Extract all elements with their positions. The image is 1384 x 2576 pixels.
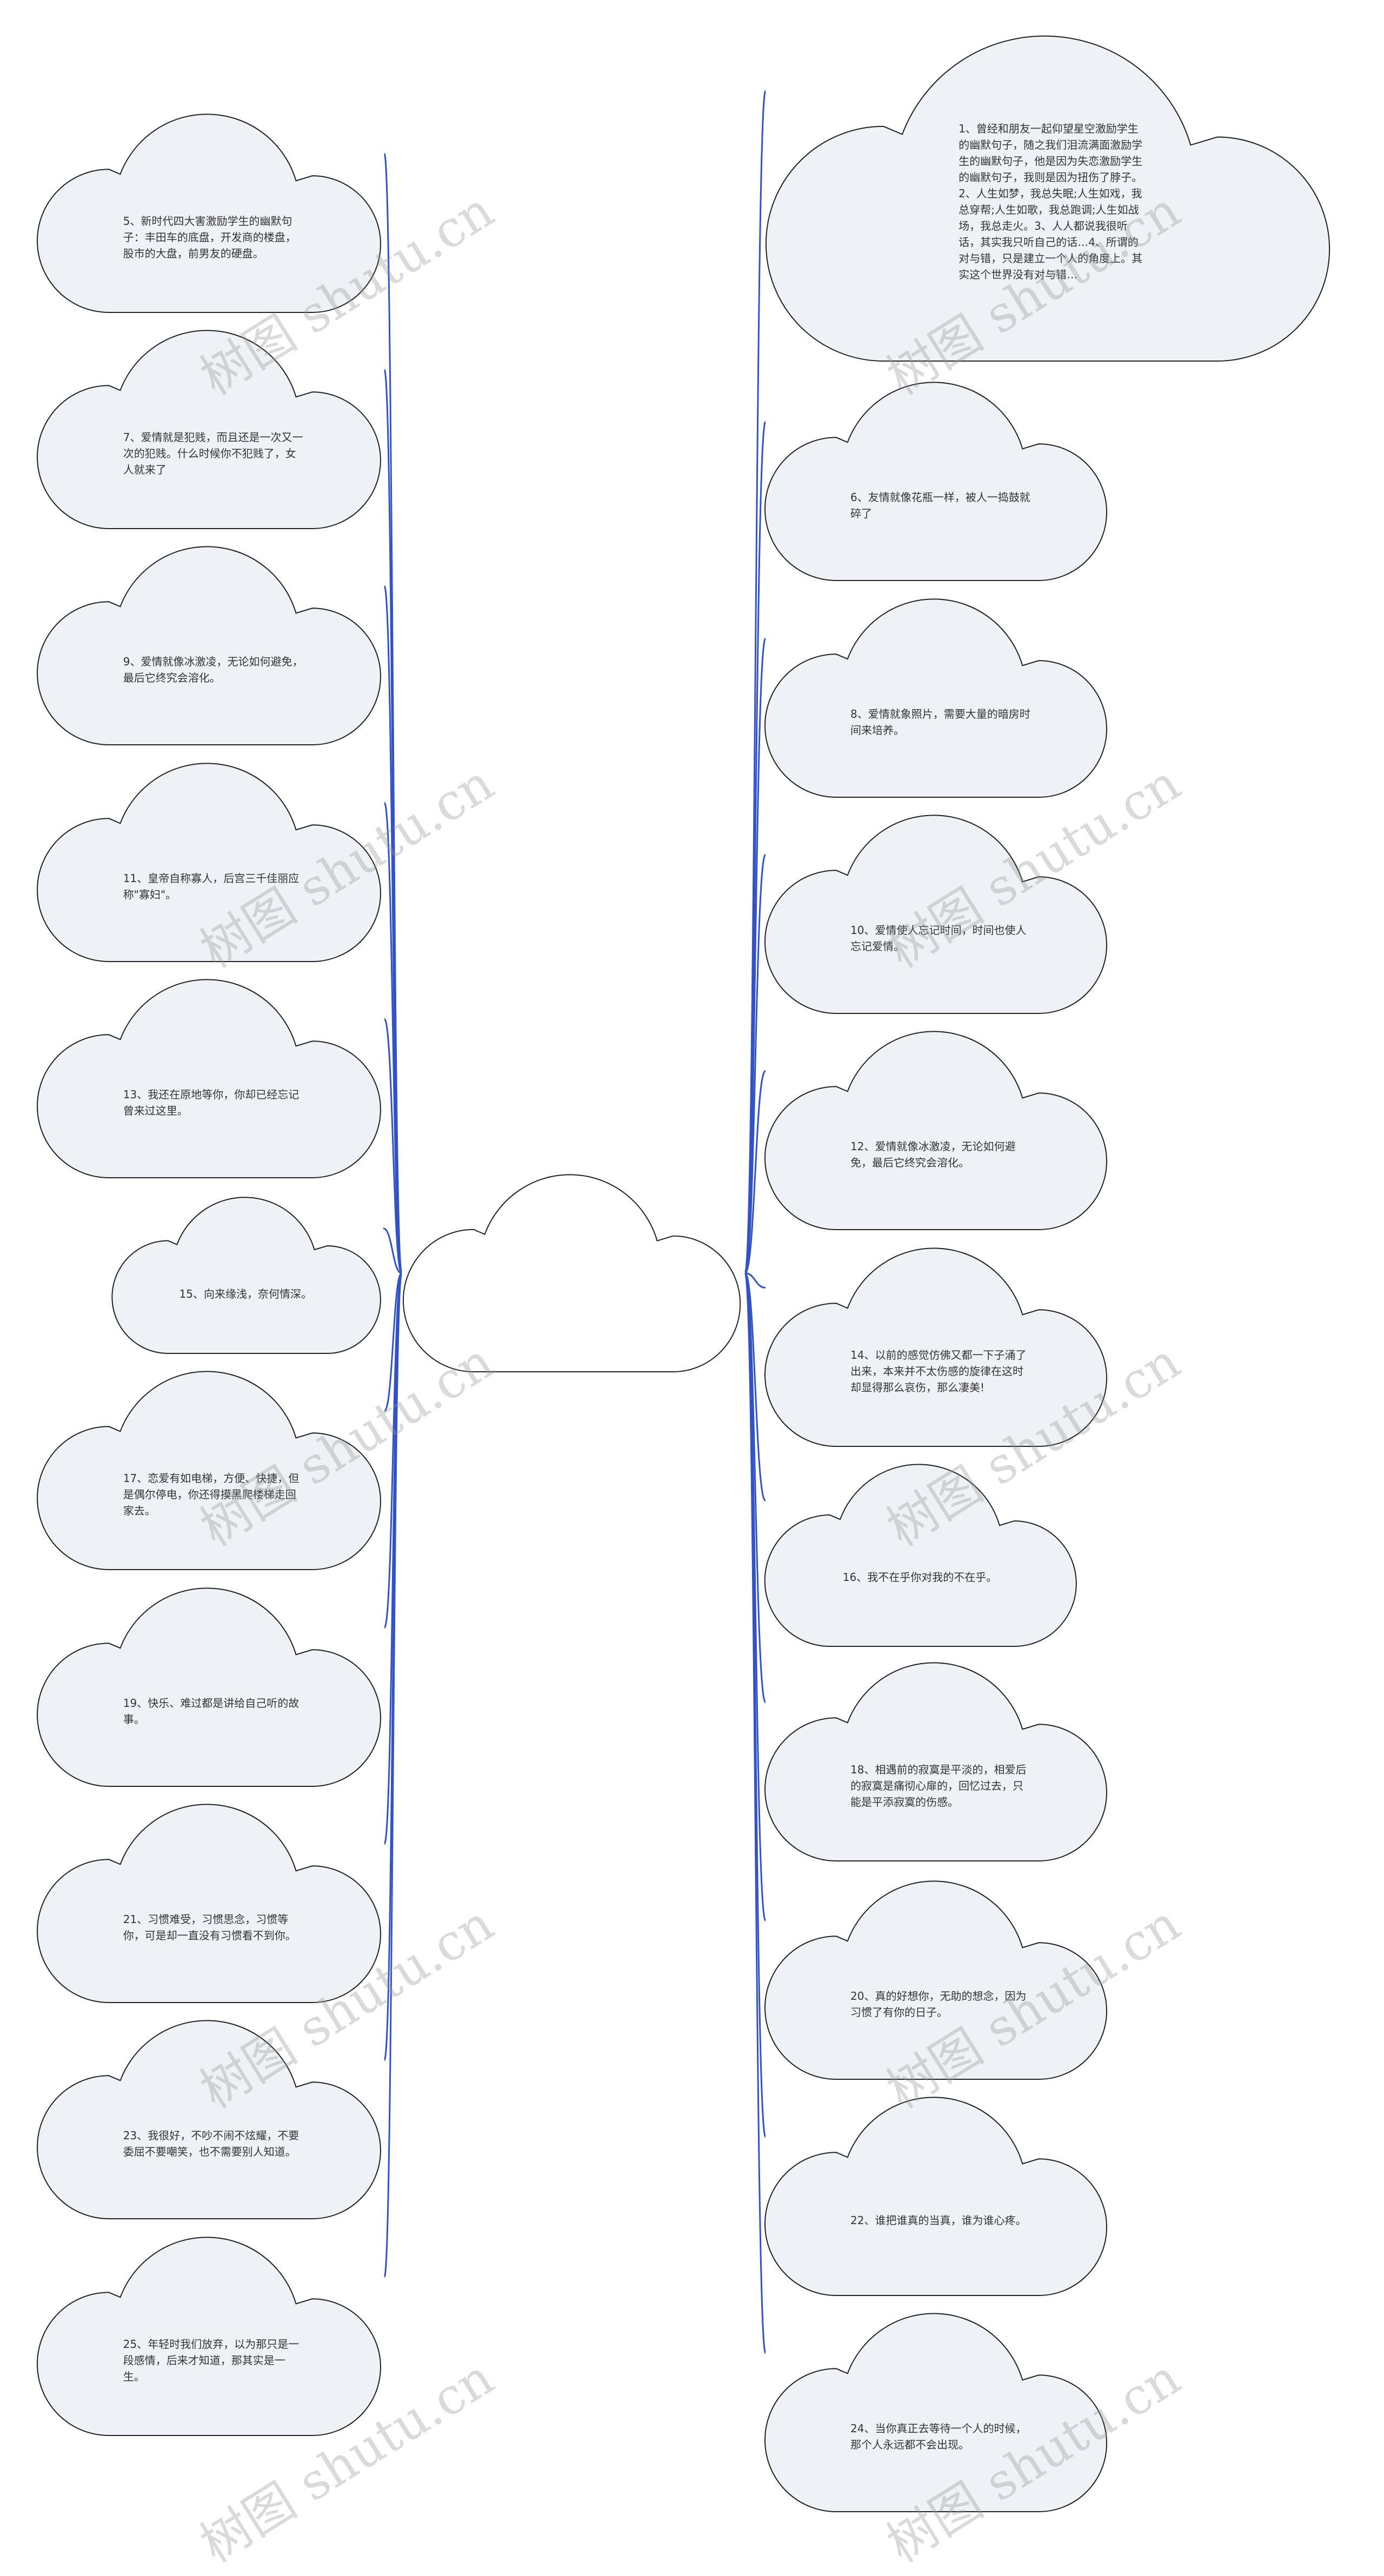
node-text: 25、年轻时我们放弃，以为那只是一段感情，后来才知道，那其实是一生。: [123, 2337, 300, 2383]
topic-node-right[interactable]: 10、爱情使人忘记时间，时间也使人忘记爱情。: [763, 815, 1112, 1013]
cloud-shape: [763, 1031, 1112, 1230]
connector-line: [744, 1272, 766, 1289]
connector-line: [383, 1272, 403, 2061]
cloud-shape: [111, 1197, 384, 1353]
topic-node-right[interactable]: 18、相遇前的寂寞是平淡的，相爱后的寂寞是痛彻心扉的，回忆过去，只能是平添寂寞的…: [763, 1663, 1112, 1861]
connector-line: [383, 1272, 403, 2278]
topic-node-left[interactable]: 9、爱情就像冰激凌，无论如何避免，最后它终究会溶化。: [36, 546, 385, 745]
node-text: 24、当你真正去等待一个人的时候，那个人永远都不会出现。: [850, 2421, 1027, 2451]
node-text: 20、真的好想你，无助的想念，因为习惯了有你的日子。: [850, 1989, 1027, 2019]
node-text: 13、我还在原地等你，你却已经忘记曾来过这里。: [123, 1087, 300, 1117]
cloud-shape: [36, 2020, 385, 2219]
connector-line: [383, 1272, 403, 1412]
cloud-shape: [36, 2237, 385, 2435]
topic-node-left[interactable]: 11、皇帝自称寡人，后宫三千佳丽应称"寡妇"。: [36, 763, 385, 962]
connector-line: [744, 1272, 767, 1501]
node-text: 14、以前的感觉仿佛又都一下子涌了出来，本来并不太伤感的旋律在这时却显得那么哀伤…: [850, 1348, 1027, 1394]
node-text: 5、新时代四大害激励学生的幽默句子：丰田车的底盘，开发商的楼盘，股市的大盘，前男…: [123, 214, 296, 260]
topic-node-right[interactable]: 6、友情就像花瓶一样，被人一捣鼓就碎了: [763, 382, 1112, 580]
topic-node-left[interactable]: 17、恋爱有如电梯，方便、快捷，但是偶尔停电，你还得摸黑爬楼梯走回家去。: [36, 1371, 385, 1570]
node-text: 23、我很好，不吵不闹不炫耀，不要委屈不要嘲笑，也不需要别人知道。: [123, 2128, 300, 2158]
node-text: 22、谁把谁真的当真，谁为谁心疼。: [850, 2213, 1027, 2227]
topic-node-left[interactable]: 15、向来缘浅，奈何情深。: [111, 1197, 384, 1353]
cloud-shape: [763, 1248, 1112, 1446]
node-text: 15、向来缘浅，奈何情深。: [179, 1287, 312, 1301]
cloud-shape: [36, 1804, 385, 2003]
node-text: 6、友情就像花瓶一样，被人一捣鼓就碎了: [850, 490, 1030, 520]
topic-node-right[interactable]: 8、爱情就象照片，需要大量的暗房时间来培养。: [763, 599, 1112, 797]
cloud-shape: [36, 1588, 385, 1786]
cloud-shape: [763, 36, 1338, 361]
cloud-shape: [36, 1371, 385, 1570]
cloud-shape: [763, 2097, 1112, 2295]
topic-node-left[interactable]: 25、年轻时我们放弃，以为那只是一段感情，后来才知道，那其实是一生。: [36, 2237, 385, 2435]
cloud-shape: [763, 382, 1112, 580]
node-text: 21、习惯难受，习惯思念，习惯等你，可是却一直没有习惯看不到你。: [123, 1912, 296, 1942]
connector-line: [383, 1227, 402, 1274]
connector-line: [744, 1272, 767, 2354]
topic-node-right[interactable]: 14、以前的感觉仿佛又都一下子涌了出来，本来并不太伤感的旋律在这时却显得那么哀伤…: [763, 1248, 1112, 1446]
cloud-shape: [763, 599, 1112, 797]
connector-line: [744, 1070, 767, 1274]
cloud-shape: [763, 815, 1112, 1013]
topic-node-left[interactable]: 21、习惯难受，习惯思念，习惯等你，可是却一直没有习惯看不到你。: [36, 1804, 385, 2003]
connector-line: [383, 1018, 403, 1274]
node-text: 1、曾经和朋友一起仰望星空激励学生的幽默句子，随之我们泪流满面激励学生的幽默句子…: [959, 122, 1143, 282]
cloud-shape: [36, 546, 385, 745]
connector-line: [383, 802, 403, 1274]
node-text: 18、相遇前的寂寞是平淡的，相爱后的寂寞是痛彻心扉的，回忆过去，只能是平添寂寞的…: [850, 1763, 1027, 1808]
topic-node-right[interactable]: 16、我不在乎你对我的不在乎。: [763, 1464, 1081, 1646]
node-text: 10、爱情使人忘记时间，时间也使人忘记爱情。: [850, 923, 1027, 953]
node-text: 12、爱情就像冰激凌，无论如何避免，最后它终究会溶化。: [850, 1139, 1016, 1169]
cloud-shape: [763, 1464, 1081, 1646]
cloud-shape: [763, 1881, 1112, 2079]
topic-node-left[interactable]: 23、我很好，不吵不闹不炫耀，不要委屈不要嘲笑，也不需要别人知道。: [36, 2020, 385, 2219]
topic-node-right[interactable]: 24、当你真正去等待一个人的时候，那个人永远都不会出现。: [763, 2313, 1112, 2512]
topic-node-right[interactable]: 12、爱情就像冰激凌，无论如何避免，最后它终究会溶化。: [763, 1031, 1112, 1230]
cloud-shape: [36, 979, 385, 1178]
topic-node-right[interactable]: 20、真的好想你，无助的想念，因为习惯了有你的日子。: [763, 1881, 1112, 2079]
node-text: 17、恋爱有如电梯，方便、快捷，但是偶尔停电，你还得摸黑爬楼梯走回家去。: [123, 1471, 300, 1517]
node-text: [488, 1253, 666, 1340]
connector-line: [383, 152, 403, 1274]
topic-node-left[interactable]: 19、快乐、难过都是讲给自己听的故事。: [36, 1588, 385, 1786]
topic-node-left[interactable]: 13、我还在原地等你，你却已经忘记曾来过这里。: [36, 979, 385, 1178]
cloud-shape: [36, 763, 385, 962]
node-text: 9、爱情就像冰激凌，无论如何避免，最后它终究会溶化。: [123, 655, 303, 684]
cloud-shape: [763, 2313, 1112, 2512]
node-text: 8、爱情就象照片，需要大量的暗房时间来培养。: [850, 707, 1030, 737]
topic-node-left[interactable]: 5、新时代四大害激励学生的幽默句子：丰田车的底盘，开发商的楼盘，股市的大盘，前男…: [36, 114, 385, 312]
cloud-shape: [763, 1663, 1112, 1861]
connector-line: [744, 421, 767, 1274]
cloud-shape: [36, 330, 385, 529]
node-text: 7、爱情就是犯贱，而且还是一次又一次的犯贱。什么时候你不犯贱了，女人就来了: [123, 430, 303, 476]
connector-line: [744, 853, 767, 1274]
topic-node-right[interactable]: 1、曾经和朋友一起仰望星空激励学生的幽默句子，随之我们泪流满面激励学生的幽默句子…: [763, 36, 1338, 361]
node-text: 16、我不在乎你对我的不在乎。: [842, 1570, 997, 1584]
central-topic-node[interactable]: [402, 1174, 745, 1372]
node-text: 11、皇帝自称寡人，后宫三千佳丽应称"寡妇"。: [123, 871, 300, 901]
node-text: 19、快乐、难过都是讲给自己听的故事。: [123, 1696, 300, 1726]
connector-line: [744, 637, 767, 1274]
topic-node-left[interactable]: 7、爱情就是犯贱，而且还是一次又一次的犯贱。什么时候你不犯贱了，女人就来了: [36, 330, 385, 529]
cloud-shape: [402, 1174, 745, 1372]
topic-node-right[interactable]: 22、谁把谁真的当真，谁为谁心疼。: [763, 2097, 1112, 2295]
cloud-shape: [36, 114, 385, 312]
